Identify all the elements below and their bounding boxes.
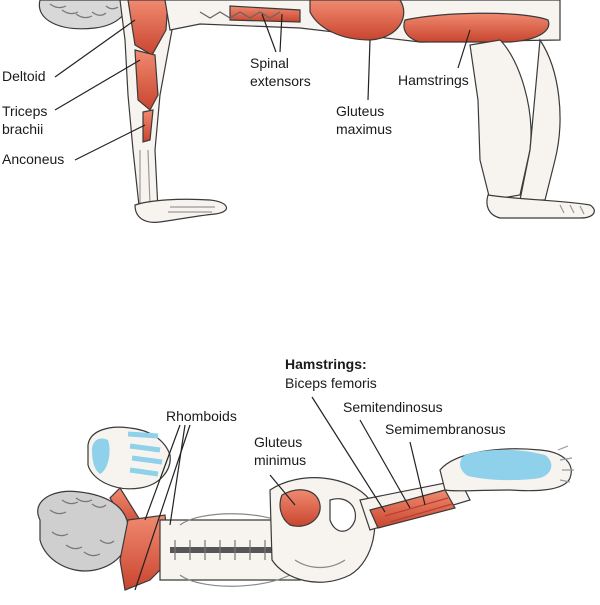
label-semitendinosus: Semitendinosus xyxy=(343,399,443,415)
label-rhomboids: Rhomboids xyxy=(166,408,237,424)
label-gluteus-min-line1: Gluteus xyxy=(254,434,303,450)
top-figure xyxy=(38,0,595,223)
label-anconeus: Anconeus xyxy=(2,151,65,167)
label-triceps-line2: brachii xyxy=(2,121,44,137)
label-deltoid: Deltoid xyxy=(2,68,46,84)
top-torso xyxy=(164,0,561,43)
label-hamstrings-top: Hamstrings xyxy=(398,72,469,88)
label-gluteus-max-line1: Gluteus xyxy=(336,103,385,119)
label-triceps-line1: Triceps xyxy=(2,103,48,119)
triceps-muscle xyxy=(134,49,159,111)
top-leader-lines xyxy=(54,13,471,161)
label-hamstrings-heading: Hamstrings: xyxy=(285,356,367,372)
label-spinal-line2: extensors xyxy=(250,73,311,89)
rhomboids-muscle xyxy=(119,514,171,591)
top-head xyxy=(38,0,129,30)
label-spinal-line1: Spinal xyxy=(250,55,289,71)
gluteus-maximus-muscle xyxy=(309,0,405,41)
bottom-lower-leg xyxy=(439,445,574,492)
bottom-leader-lines xyxy=(134,396,426,591)
bottom-figure xyxy=(37,426,574,591)
anconeus-muscle xyxy=(142,109,154,143)
deltoid-muscle xyxy=(127,0,169,56)
hamstrings-muscle xyxy=(403,12,550,43)
hamstrings-group-muscle xyxy=(369,489,456,529)
spinal-extensors-muscle xyxy=(229,5,301,23)
top-hand xyxy=(134,198,227,223)
label-semimembranosus: Semimembranosus xyxy=(385,421,506,437)
label-gluteus-max-line2: maximus xyxy=(336,121,393,137)
label-gluteus-min-line2: minimus xyxy=(254,452,307,468)
label-biceps-femoris: Biceps femoris xyxy=(285,375,377,391)
top-arm xyxy=(119,0,173,216)
top-leg xyxy=(469,38,595,219)
bottom-thigh xyxy=(359,479,471,531)
gluteus-minimus-muscle xyxy=(279,489,321,527)
bottom-pelvis xyxy=(269,477,376,583)
